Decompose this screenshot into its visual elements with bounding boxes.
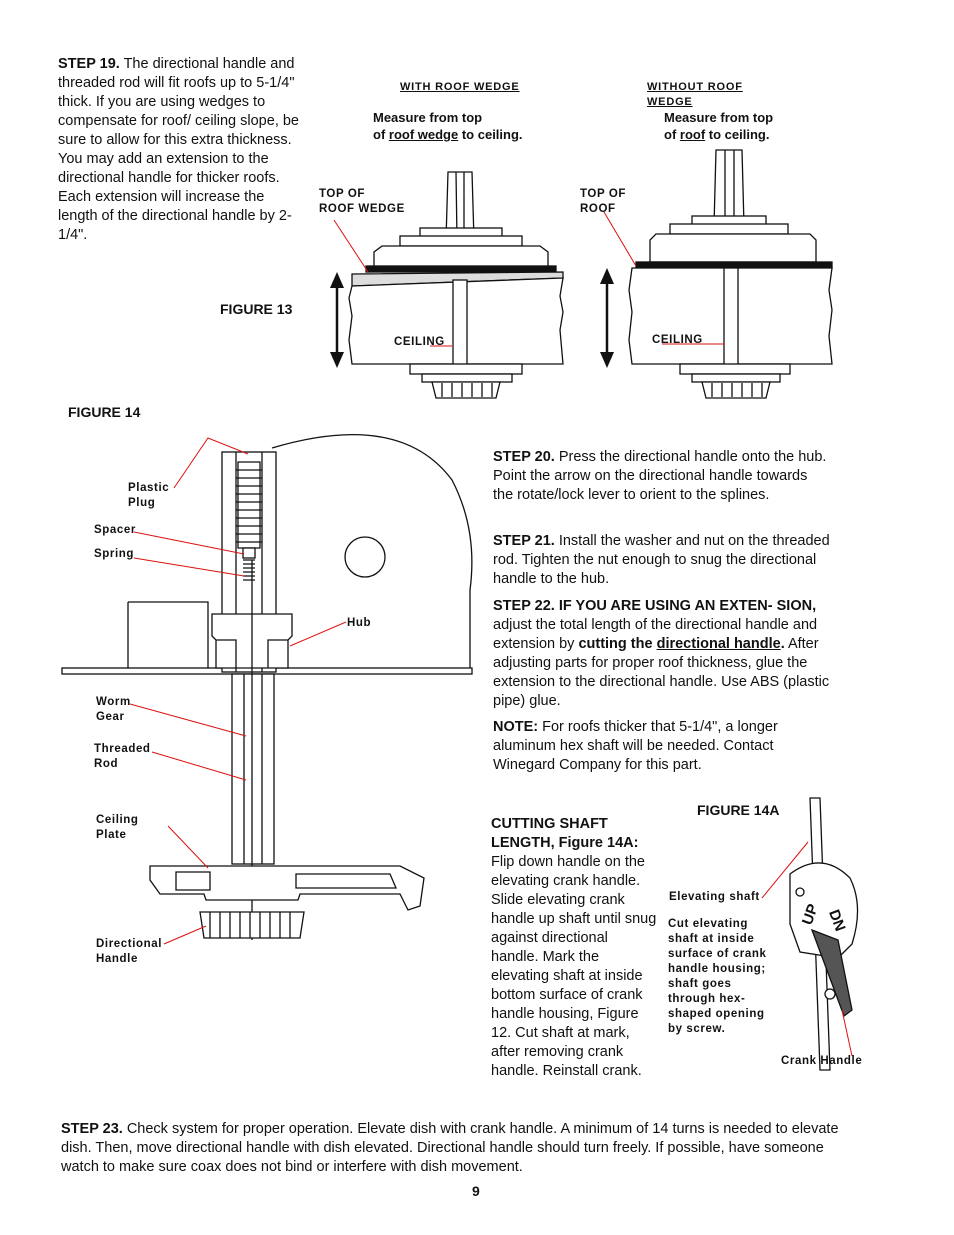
step22-bold: cutting the (578, 636, 657, 652)
figure14a-elevating-label: Elevating shaft (669, 891, 760, 903)
figure13-left-measure-arrow (330, 272, 344, 368)
figure13-right-top-label: TOP OF ROOF (580, 187, 626, 217)
figure14-label-ceiling-1: Ceiling (96, 814, 139, 826)
figure14-label-worm-gear: Worm Gear (96, 695, 131, 725)
figure13-left-measure-b: of (373, 127, 389, 142)
figure13-right-leaders (603, 211, 724, 345)
figure13-left-top-label: TOP OF ROOF WEDGE (319, 187, 405, 217)
figure13-right-measure-arrow (600, 268, 614, 368)
figure14-label-worm-1: Worm (96, 696, 131, 708)
figure13-left-measure-c: to ceiling. (458, 127, 523, 142)
figure14-label-plastic-2: Plug (128, 497, 156, 509)
step22-body1: adjust the total length of the direction… (493, 617, 818, 652)
figure14-label-directional-handle: Directional Handle (96, 937, 162, 967)
step21-body: Install the washer and nut on the thread… (493, 533, 830, 587)
step19-head: STEP 19. (58, 56, 120, 72)
step23-body: Check system for proper operation. Eleva… (61, 1121, 839, 1175)
cutting-head-1: CUTTING SHAFT (491, 816, 608, 832)
step21-text: STEP 21. Install the washer and nut on t… (493, 532, 831, 589)
step22-text: STEP 22. IF YOU ARE USING AN EXTEN- SION… (493, 597, 831, 711)
cutting-text: CUTTING SHAFT LENGTH, Figure 14A: Flip d… (491, 815, 657, 1081)
figure13-right-measure-line1: Measure from top (664, 110, 774, 125)
figure13-right-heading-1: WITHOUT ROOF (647, 81, 743, 93)
step21-head: STEP 21. (493, 533, 555, 549)
figure13-right-drawing (628, 149, 833, 399)
figure14-label-spacer: Spacer (94, 524, 136, 536)
figure14-label-spring: Spring (94, 548, 135, 560)
figure14a-crank-label: Crank Handle (781, 1055, 863, 1067)
cutting-body: Flip down handle on the elevating crank … (491, 854, 657, 1079)
step23-text: STEP 23. Check system for proper operati… (61, 1120, 861, 1177)
step20-body: Press the directional handle onto the hu… (493, 449, 827, 503)
figure14a-caption: FIGURE 14A (697, 802, 780, 818)
step22-bold-underlined: directional handle (656, 636, 781, 652)
note-body: For roofs thicker that 5-1/4", a longer … (493, 719, 778, 773)
figure14-label-hub: Hub (347, 617, 372, 629)
figure13-left-leaders (333, 219, 452, 347)
figure13-left-measure-u: roof wedge (388, 127, 459, 142)
figure14-label-ceiling-2: Plate (96, 829, 127, 841)
step22-body2: After adjusting parts for proper roof th… (493, 636, 830, 709)
figure13-right-measure-b: of (664, 127, 680, 142)
figure13-left-heading: WITH ROOF WEDGE (400, 81, 520, 93)
figure14a-cut-note: Cut elevating shaft at inside surface of… (668, 918, 767, 1035)
figure13-right-measure: Measure from top of roof to ceiling. (664, 109, 773, 143)
page-number: 9 (472, 1183, 480, 1199)
figure14-label-threaded-2: Rod (94, 758, 119, 770)
figure13-left-measure-line1: Measure from top (373, 110, 483, 125)
figure14-drawing (61, 434, 473, 940)
cutting-head-2: LENGTH, Figure 14A: (491, 835, 639, 851)
figure13-caption: FIGURE 13 (220, 301, 293, 317)
figure14-label-directional-2: Handle (96, 953, 138, 965)
step20-text: STEP 20. Press the directional handle on… (493, 448, 831, 505)
figure13-right-measure-u: roof (679, 127, 706, 142)
step20-head: STEP 20. (493, 449, 555, 465)
figure13-right-heading: WITHOUT ROOF WEDGE (647, 80, 743, 110)
figure13-right-ceiling: CEILING (652, 334, 703, 346)
figure13-right-top-label-1: TOP OF (580, 188, 626, 200)
note-head: NOTE: (493, 719, 539, 735)
figure14-label-threaded-rod: Threaded Rod (94, 742, 151, 772)
figure14-label-ceiling-plate: Ceiling Plate (96, 813, 139, 843)
figure13-right-heading-2: WEDGE (647, 96, 693, 108)
step22-head: STEP 22. IF YOU ARE USING AN EXTEN- SION… (493, 598, 817, 614)
step19-body: The directional handle and threaded rod … (58, 56, 299, 243)
figure13-left-top-label-2: ROOF WEDGE (319, 203, 405, 215)
figure13-right-measure-c: to ceiling. (705, 127, 770, 142)
figure14a-drawing (789, 797, 859, 1071)
figure13-right-top-label-2: ROOF (580, 203, 616, 215)
figure13-left-measure-line2: of roof wedge to ceiling. (373, 126, 523, 143)
figure13-left-ceiling: CEILING (394, 336, 445, 348)
figure14-label-plastic-1: Plastic (128, 482, 170, 494)
figure13-right-measure-line2: of roof to ceiling. (664, 126, 773, 143)
step22-bold-end: . (780, 636, 785, 652)
figure14-caption: FIGURE 14 (68, 404, 141, 420)
step23-head: STEP 23. (61, 1121, 123, 1137)
figure14-label-worm-2: Gear (96, 711, 125, 723)
figure14-leaders (129, 437, 347, 945)
figure13-left-top-label-1: TOP OF (319, 188, 365, 200)
note-text: NOTE: For roofs thicker that 5-1/4", a l… (493, 718, 831, 775)
figure14a-leaders (761, 841, 853, 1057)
figure14-label-plastic-plug: Plastic Plug (128, 481, 169, 511)
figure14-label-directional-1: Directional (96, 938, 163, 950)
figure13-left-measure: Measure from top of roof wedge to ceilin… (373, 109, 523, 143)
step19-text: STEP 19. The directional handle and thre… (58, 55, 306, 245)
figure14-label-threaded-1: Threaded (94, 743, 151, 755)
